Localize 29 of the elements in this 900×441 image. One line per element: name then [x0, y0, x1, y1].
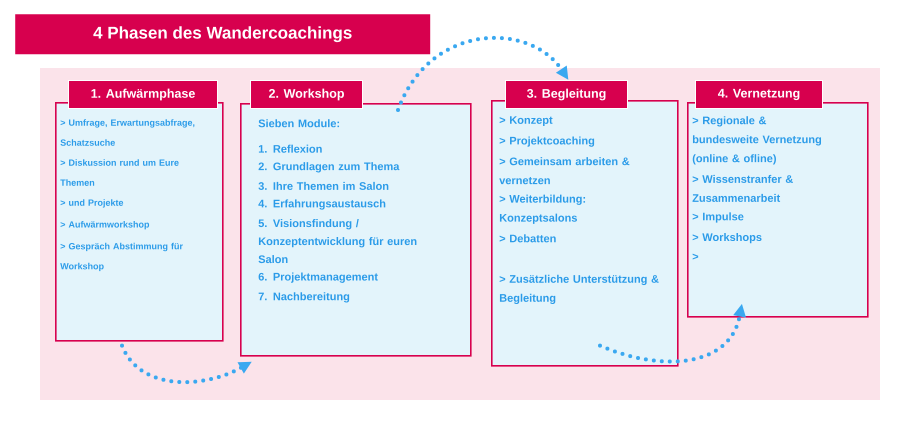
list-item: > [692, 254, 698, 260]
list-item: > Workshops [692, 232, 762, 244]
list-item: 7. Nachbereitung [258, 292, 350, 303]
phase-heading: 2. Workshop [250, 80, 363, 109]
list-item: > Wissenstranfer & Zusammenarbeit [692, 174, 793, 202]
title-banner: 4 Phasen des Wandercoachings [15, 14, 430, 54]
list-item: > Projektcoaching [500, 136, 594, 147]
list-item: 2. Grundlagen zum Thema [258, 162, 400, 172]
list-item: > Gemeinsam arbeiten & vernetzen [499, 157, 630, 184]
phase-heading: 1. Aufwärmphase [68, 80, 218, 109]
list-item: 4. Erfahrungsaustausch [258, 199, 386, 210]
list-item: Sieben Module: [258, 119, 340, 128]
list-item: > Zusätzliche Unterstützung & Begleitung [500, 274, 659, 304]
phase-heading: 3. Begleitung [505, 80, 628, 109]
list-item: 6. Projektmanagement [258, 272, 378, 283]
list-item: > und Projekte [60, 199, 124, 208]
list-item: > Regionale & bundesweite Vernetzung (online & ofline) [692, 116, 822, 164]
list-item: > Gespräch Abstimmung für Workshop [60, 242, 183, 272]
list-item: > Aufwärmworkshop [60, 221, 150, 230]
list-item: > Konzept [500, 116, 553, 126]
list-item: > Debatten [500, 234, 556, 242]
list-item: 3. Ihre Themen im Salon [258, 182, 388, 190]
phase-heading: 4. Vernetzung [695, 80, 823, 109]
list-item: > Umfrage, Erwartungsabfrage, Schatzsuche [60, 119, 194, 146]
list-item: > Impulse [692, 212, 744, 223]
list-item: 1. Reflexion [258, 144, 322, 153]
list-item: > Diskussion rund um Eure Themen [60, 159, 179, 186]
list-item: > Weiterbildung: Konzeptsalons [500, 194, 586, 224]
list-item: 5. Visionsfindung / Konzeptentwicklung für euren Salon [258, 219, 416, 264]
